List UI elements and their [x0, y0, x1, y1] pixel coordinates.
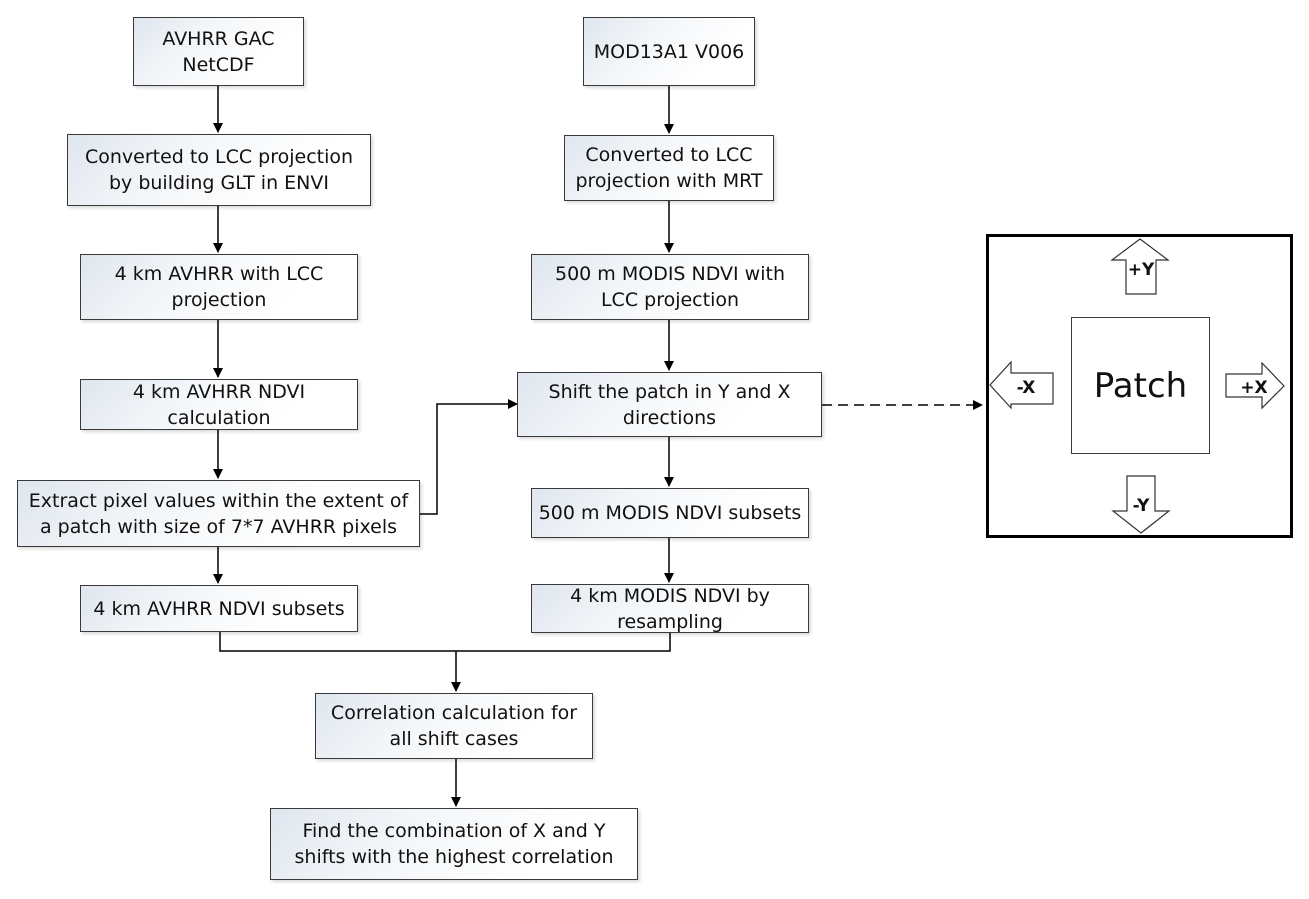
node-find-combination: Find the combination of X and Y shifts w…: [270, 808, 638, 880]
plus-x-label: +X: [1240, 378, 1268, 398]
node-avhrr-convert-lcc: Converted to LCC projection by building …: [67, 134, 371, 206]
minus-x-label: -X: [1016, 378, 1036, 398]
node-modis-500m-subsets: 500 m MODIS NDVI subsets: [531, 488, 809, 538]
minus-y-label: -Y: [1132, 496, 1150, 516]
patch-box: Patch: [1071, 317, 1210, 454]
arrow-extract-to-shift: [420, 399, 518, 515]
merge-line: [219, 632, 671, 652]
node-modis-500m-lcc: 500 m MODIS NDVI with LCC projection: [531, 254, 809, 320]
node-avhrr-gac-netcdf: AVHRR GAC NetCDF: [133, 17, 304, 86]
plus-y-label: +Y: [1127, 260, 1155, 280]
node-modis-4km-resample: 4 km MODIS NDVI by resampling: [531, 584, 809, 633]
node-extract-pixel-values: Extract pixel values within the extent o…: [17, 480, 420, 547]
node-mod13a1-v006: MOD13A1 V006: [583, 17, 755, 86]
node-avhrr-4km-lcc: 4 km AVHRR with LCC projection: [80, 254, 358, 320]
node-modis-convert-lcc: Converted to LCC projection with MRT: [564, 135, 774, 201]
node-avhrr-ndvi-subsets: 4 km AVHRR NDVI subsets: [80, 585, 358, 632]
node-correlation-calculation: Correlation calculation for all shift ca…: [315, 693, 593, 759]
node-shift-patch: Shift the patch in Y and X directions: [517, 372, 822, 437]
node-avhrr-ndvi-calc: 4 km AVHRR NDVI calculation: [80, 379, 358, 430]
